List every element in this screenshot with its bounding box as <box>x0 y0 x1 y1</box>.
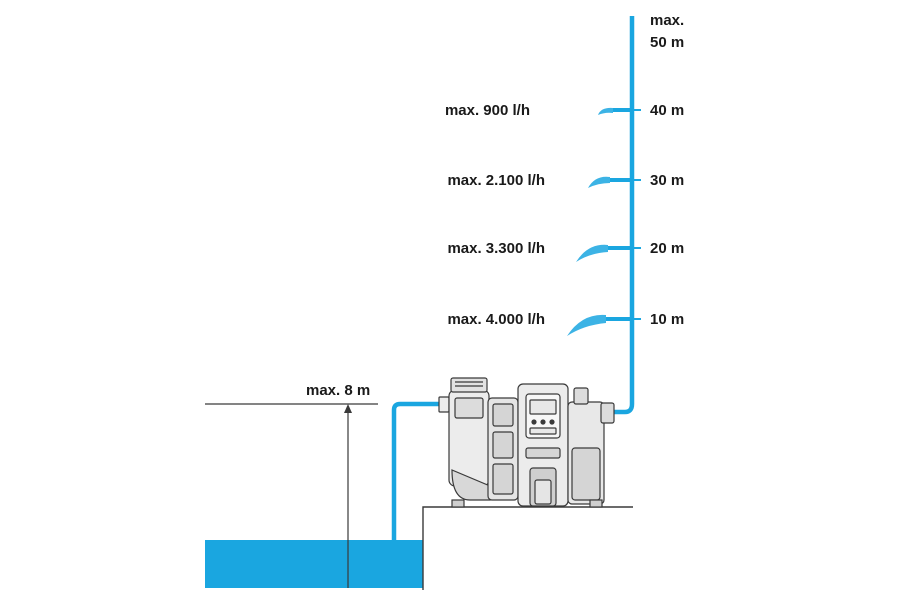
suction-pipe <box>391 401 446 540</box>
height-label-20m: 20 m <box>650 240 685 257</box>
flow-label-20m: max. 3.300 l/h <box>447 240 545 257</box>
outlet-20m <box>576 244 632 262</box>
water-reservoir <box>205 540 423 588</box>
arrow-head <box>344 404 352 413</box>
suction-height-label: max. 8 m <box>306 382 371 399</box>
height-label-10m: 10 m <box>650 311 685 328</box>
height-label-40m: 40 m <box>650 102 685 119</box>
outlet-30m <box>588 176 632 188</box>
flow-label-40m: max. 900 l/h <box>444 102 530 119</box>
discharge-pipe <box>613 16 635 415</box>
height-label-30m: 30 m <box>650 172 685 189</box>
garden-pump-icon <box>438 377 615 508</box>
flow-label-30m: max. 2.100 l/h <box>447 172 545 189</box>
height-ticks <box>632 109 641 320</box>
flow-label-10m: max. 4.000 l/h <box>447 311 545 328</box>
max-height-label-line1: max. <box>650 12 685 29</box>
outlet-40m <box>598 107 632 115</box>
max-height-label-line2: 50 m <box>650 34 685 51</box>
outlet-10m <box>567 314 632 336</box>
ground-outline <box>422 506 633 590</box>
